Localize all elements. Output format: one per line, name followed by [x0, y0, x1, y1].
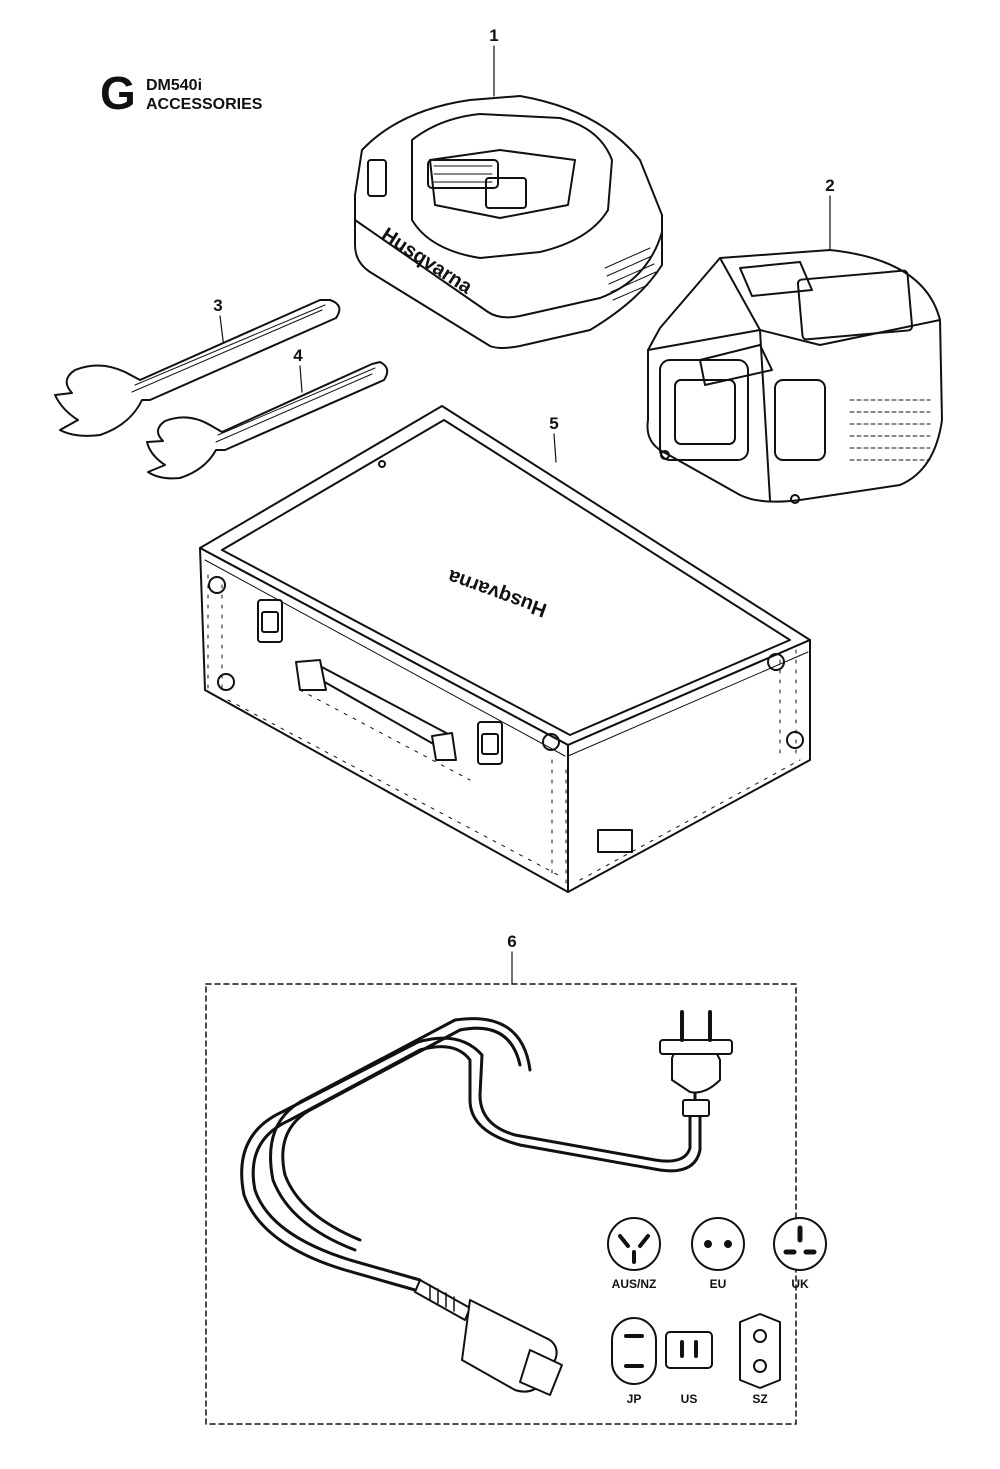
section-letter: G [100, 67, 136, 119]
spanner-small-illustration [146, 361, 389, 480]
plug-label-eu: EU [709, 1277, 727, 1291]
spanner-large-illustration [54, 299, 341, 437]
callout-5: 5 [549, 414, 559, 433]
plug-label-uk: UK [791, 1277, 809, 1291]
plug-label-jp: JP [626, 1392, 642, 1406]
page-title: ACCESSORIES [146, 96, 263, 113]
page-header: DM540i ACCESSORIES [146, 76, 262, 114]
callout-4: 4 [293, 346, 303, 365]
callout-6: 6 [507, 932, 517, 951]
callout-1: 1 [489, 26, 499, 45]
battery-charger-illustration: Husqvarna [354, 45, 663, 349]
plug-jp-icon [611, 1317, 657, 1385]
battery-pack-illustration [646, 195, 943, 504]
callout-3: 3 [213, 296, 223, 315]
plug-label-aus-nz: AUS/NZ [611, 1277, 657, 1291]
model-name: DM540i [146, 77, 203, 94]
power-cord-illustration [205, 951, 797, 1425]
plug-eu-icon [691, 1217, 745, 1271]
cord-dashed-frame [205, 983, 797, 1425]
plug-uk-icon [773, 1217, 827, 1271]
plug-aus-nz-icon [607, 1217, 661, 1271]
carry-case-illustration: Husqvarna [199, 405, 811, 893]
plug-label-sz: SZ [752, 1392, 768, 1406]
plug-label-us: US [680, 1392, 698, 1406]
plug-sz-icon [739, 1313, 781, 1389]
plug-us-icon [665, 1331, 713, 1369]
callout-2: 2 [825, 176, 835, 195]
